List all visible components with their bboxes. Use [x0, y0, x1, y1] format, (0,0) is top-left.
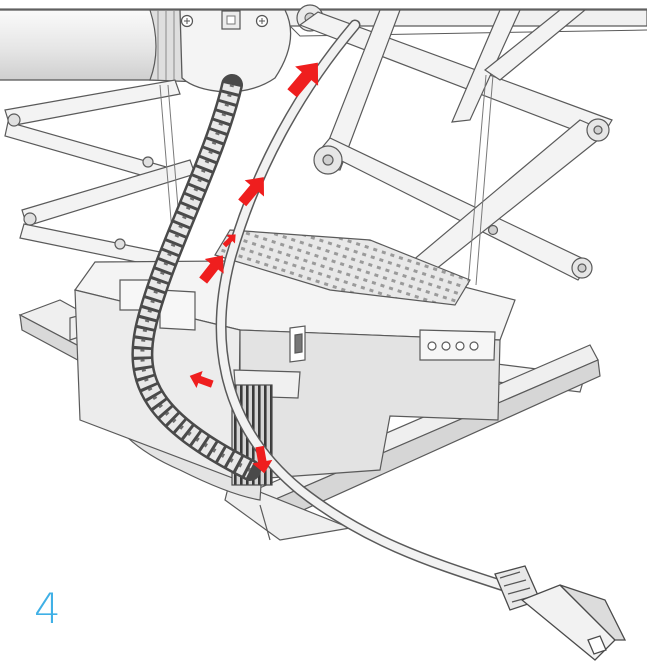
- red-arrow-2: [238, 177, 265, 207]
- cable-drag-chain: [131, 74, 261, 481]
- red-arrow-3: [199, 255, 224, 284]
- scissor-left: [4, 79, 196, 267]
- power-plug: [494, 565, 627, 661]
- red-arrow-1: [287, 62, 319, 98]
- direction-arrows: [189, 62, 319, 474]
- red-arrow-6: [222, 234, 236, 248]
- red-arrow-5: [252, 445, 273, 474]
- motor-tube: [0, 9, 209, 83]
- step-number: 4: [34, 584, 61, 633]
- red-arrow-4: [189, 371, 214, 388]
- power-cable: [215, 19, 516, 594]
- pulley-plate: [179, 9, 292, 93]
